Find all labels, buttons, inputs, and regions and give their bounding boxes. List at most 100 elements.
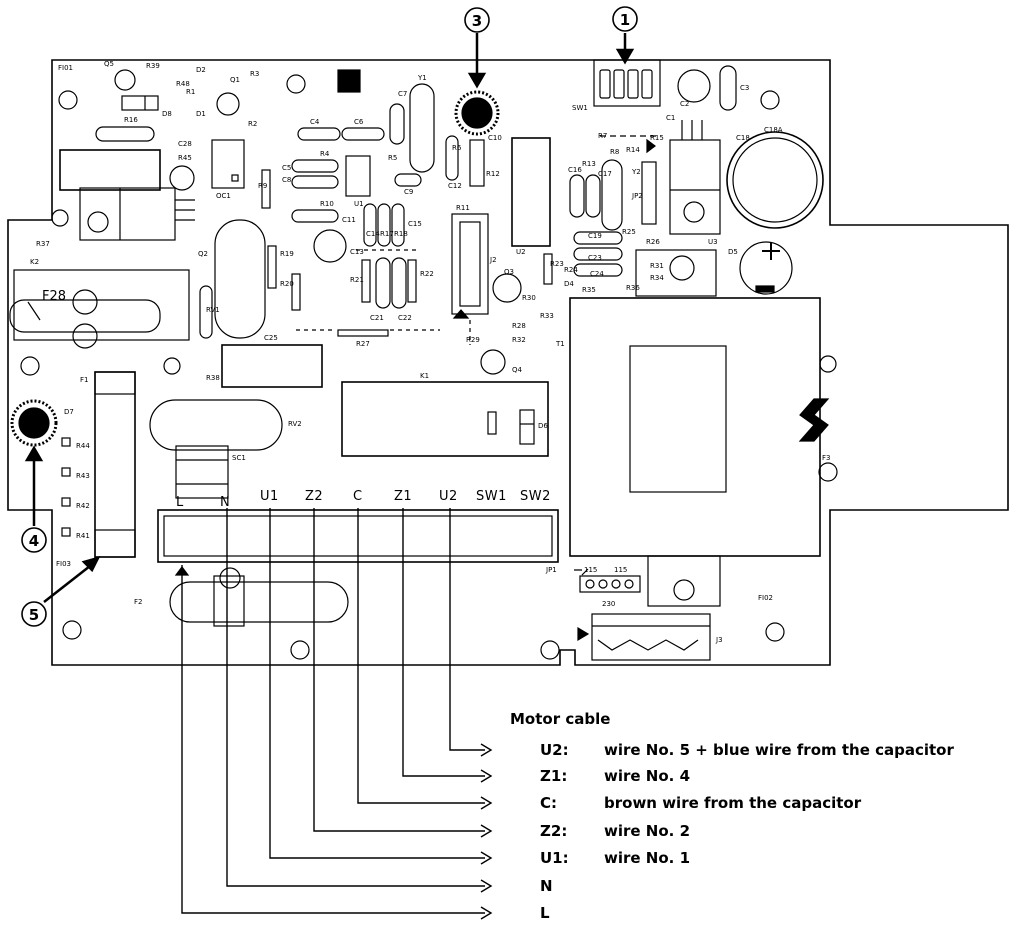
label-d2: D2 (196, 66, 206, 74)
legend-desc-z1: wire No. 4 (604, 767, 690, 785)
terminal-sw2: SW2 (520, 489, 551, 504)
rv2-sc1 (149, 399, 283, 499)
label-r19: R19 (280, 250, 294, 258)
label-c2: C2 (680, 100, 689, 108)
callout-4: 4 (29, 532, 39, 550)
label-r5: R5 (388, 154, 397, 162)
label-d4: D4 (564, 280, 574, 288)
label-c11: C11 (342, 216, 356, 224)
legend-desc-u2: wire No. 5 + blue wire from the capacito… (604, 741, 954, 759)
label-d1: D1 (196, 110, 206, 118)
label-r44: R44 (76, 442, 90, 450)
label-c7: C7 (398, 90, 407, 98)
label-115b: 115 (614, 566, 627, 574)
label-d5: D5 (728, 248, 738, 256)
label-j2: J2 (489, 256, 497, 264)
terminal-z1: Z1 (394, 489, 412, 504)
label-r9: R9 (258, 182, 267, 190)
label-r43: R43 (76, 472, 90, 480)
label-r2: R2 (248, 120, 257, 128)
legend-code-l: L (540, 904, 550, 922)
legend-desc-z2: wire No. 2 (604, 822, 690, 840)
f3-area (798, 398, 830, 442)
label-c17: C17 (598, 170, 612, 178)
label-r27: R27 (356, 340, 370, 348)
legend-desc-c: brown wire from the capacitor (604, 794, 862, 812)
label-j3: J3 (715, 636, 723, 644)
label-c1: C1 (666, 114, 675, 122)
label-r8: R8 (610, 148, 619, 156)
label-c24: C24 (590, 270, 604, 278)
legend-code-z2: Z2: (540, 822, 567, 840)
label-q3: Q3 (504, 268, 514, 276)
relay-k1 (341, 381, 549, 457)
callout-circles (21, 6, 638, 627)
label-r23: R23 (550, 260, 564, 268)
label-t1: T1 (555, 340, 565, 348)
label-r38: R38 (206, 374, 220, 382)
component-labels: FI01 Q5 R39 R48 D2 R1 D1 Q1 R3 R2 D8 R16… (30, 60, 830, 644)
label-u2: U2 (516, 248, 526, 256)
label-c21: C21 (370, 314, 384, 322)
label-r29: R29 (466, 336, 480, 344)
terminal-sw1: SW1 (476, 489, 507, 504)
legend-code-n: N (540, 877, 553, 895)
label-f2: F2 (134, 598, 142, 606)
top-left-cluster (59, 69, 245, 241)
left-leds (61, 437, 71, 537)
fuse-holder-f1 (94, 371, 136, 558)
label-c19: C19 (588, 232, 602, 240)
terminal-c: C (353, 489, 363, 504)
label-c5: C5 (282, 164, 291, 172)
label-r48: R48 (176, 80, 190, 88)
label-r45: R45 (178, 154, 192, 162)
label-c22: C22 (398, 314, 412, 322)
label-f3: F3 (822, 454, 830, 462)
j2-connector (445, 135, 623, 375)
motor-cable-heading: Motor cable (510, 710, 610, 728)
label-d7: D7 (64, 408, 74, 416)
label-r4: R4 (320, 150, 330, 158)
legend-code-z1: Z1: (540, 767, 567, 785)
label-r34: R34 (650, 274, 664, 282)
motor-cable-legend: Motor cable U2: wire No. 5 + blue wire f… (510, 710, 954, 922)
label-sw1: SW1 (572, 104, 588, 112)
label-r12: R12 (486, 170, 500, 178)
label-rv1: RV1 (206, 306, 220, 314)
label-r26: R26 (646, 238, 660, 246)
wiring-lines (181, 508, 485, 914)
label-k2: K2 (30, 258, 39, 266)
label-jp1: JP1 (545, 566, 557, 574)
label-c8: C8 (282, 176, 291, 184)
label-c15: C15 (408, 220, 422, 228)
label-q2: Q2 (198, 250, 208, 258)
mounting-holes (20, 74, 838, 660)
label-f1: F1 (80, 376, 88, 384)
label-r28: R28 (512, 322, 526, 330)
label-r6: R6 (452, 144, 462, 152)
k2-relay (9, 269, 190, 349)
label-c18: C18 (736, 134, 750, 142)
label-oc1: OC1 (216, 192, 231, 200)
label-c3: C3 (740, 84, 749, 92)
terminal-u1: U1 (260, 489, 279, 504)
callout-arrows (24, 33, 635, 603)
label-fi03: FI03 (56, 560, 71, 568)
label-r33: R33 (540, 312, 554, 320)
callout-3: 3 (472, 12, 482, 30)
label-f28: F28 (42, 289, 66, 304)
label-r3: R3 (250, 70, 259, 78)
label-c6: C6 (354, 118, 364, 126)
legend-code-u1: U1: (540, 849, 569, 867)
label-u1: U1 (354, 200, 364, 208)
connector-j3 (577, 613, 711, 661)
wiring-arrowheads (480, 743, 493, 920)
label-rv2: RV2 (288, 420, 302, 428)
label-r15: R15 (650, 134, 664, 142)
callout-numbers: 1 3 4 5 (29, 11, 630, 624)
top-right-parts (569, 65, 824, 297)
label-115a: 115 (584, 566, 597, 574)
label-r18: R18 (394, 230, 408, 238)
label-r7: R7 (598, 132, 607, 140)
label-c13: C13 (350, 248, 364, 256)
